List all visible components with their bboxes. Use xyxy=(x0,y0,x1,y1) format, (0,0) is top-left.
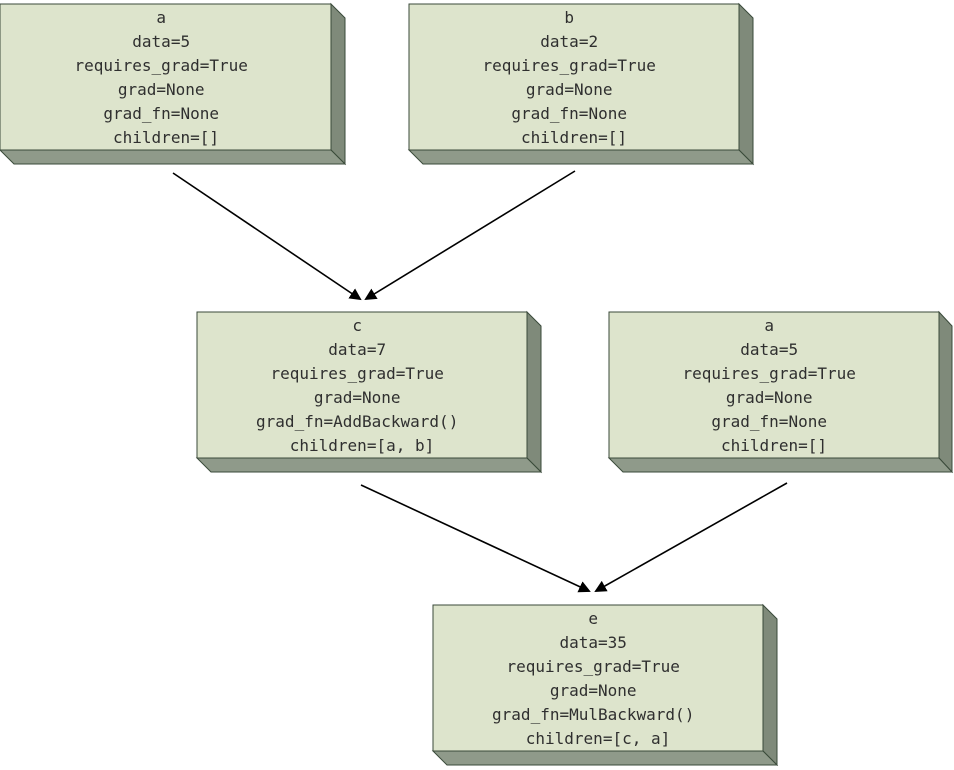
node-b-children: children=[] xyxy=(521,128,627,147)
node-e-children: children=[c, a] xyxy=(526,729,671,748)
node-a-mid-name: a xyxy=(764,316,774,335)
node-c-children: children=[a, b] xyxy=(290,436,435,455)
node-e-data: data=35 xyxy=(559,633,626,652)
node-c-requires-grad: requires_grad=True xyxy=(270,364,443,383)
node-c-data: data=7 xyxy=(328,340,386,359)
node-b: b data=2 requires_grad=True grad=None gr… xyxy=(407,2,755,166)
edge-b-to-c xyxy=(364,170,576,301)
svg-text:e data=35 requires: e data=35 requires_grad=True grad=None g… xyxy=(492,609,704,748)
svg-text:b data=2 requires_: b data=2 requires_grad=True grad=None gr… xyxy=(482,8,665,147)
edge-a-to-c xyxy=(172,172,362,301)
node-c-name: c xyxy=(352,316,362,335)
node-a-top-children: children=[] xyxy=(113,128,219,147)
node-a-mid-children: children=[] xyxy=(721,436,827,455)
node-a-top-requires-grad: requires_grad=True xyxy=(74,56,247,75)
node-e-grad: grad=None xyxy=(550,681,637,700)
node-a-mid-grad-fn: grad_fn=None xyxy=(711,412,827,431)
node-b-requires-grad: requires_grad=True xyxy=(482,56,655,75)
node-a-top-data: data=5 xyxy=(132,32,190,51)
node-a-mid: a data=5 requires_grad=True grad=None gr… xyxy=(607,310,954,474)
node-e-grad-fn: grad_fn=MulBackward() xyxy=(492,705,694,724)
node-a-top-name: a xyxy=(156,8,166,27)
node-a-top-grad-fn: grad_fn=None xyxy=(103,104,219,123)
node-b-grad: grad=None xyxy=(526,80,613,99)
svg-text:c data=7 requires_: c data=7 requires_grad=True grad=None gr… xyxy=(256,316,468,455)
node-c: c data=7 requires_grad=True grad=None gr… xyxy=(195,310,543,474)
svg-text:a data=5 requires_: a data=5 requires_grad=True grad=None gr… xyxy=(682,316,865,455)
edge-c-to-e xyxy=(360,484,591,593)
node-e-name: e xyxy=(588,609,598,628)
node-e-requires-grad: requires_grad=True xyxy=(506,657,679,676)
node-a-top: a data=5 requires_grad=True grad=None gr… xyxy=(0,2,347,166)
node-b-data: data=2 xyxy=(540,32,598,51)
svg-text:a data=5 requires_: a data=5 requires_grad=True grad=None gr… xyxy=(74,8,257,147)
node-b-grad-fn: grad_fn=None xyxy=(511,104,627,123)
node-b-name: b xyxy=(564,8,574,27)
node-a-mid-grad: grad=None xyxy=(726,388,813,407)
node-c-grad: grad=None xyxy=(314,388,401,407)
edge-a-to-e xyxy=(594,482,788,592)
node-a-top-grad: grad=None xyxy=(118,80,205,99)
node-a-mid-data: data=5 xyxy=(740,340,798,359)
node-c-grad-fn: grad_fn=AddBackward() xyxy=(256,412,458,431)
node-e: e data=35 requires_grad=True grad=None g… xyxy=(431,603,779,767)
node-a-mid-requires-grad: requires_grad=True xyxy=(682,364,855,383)
